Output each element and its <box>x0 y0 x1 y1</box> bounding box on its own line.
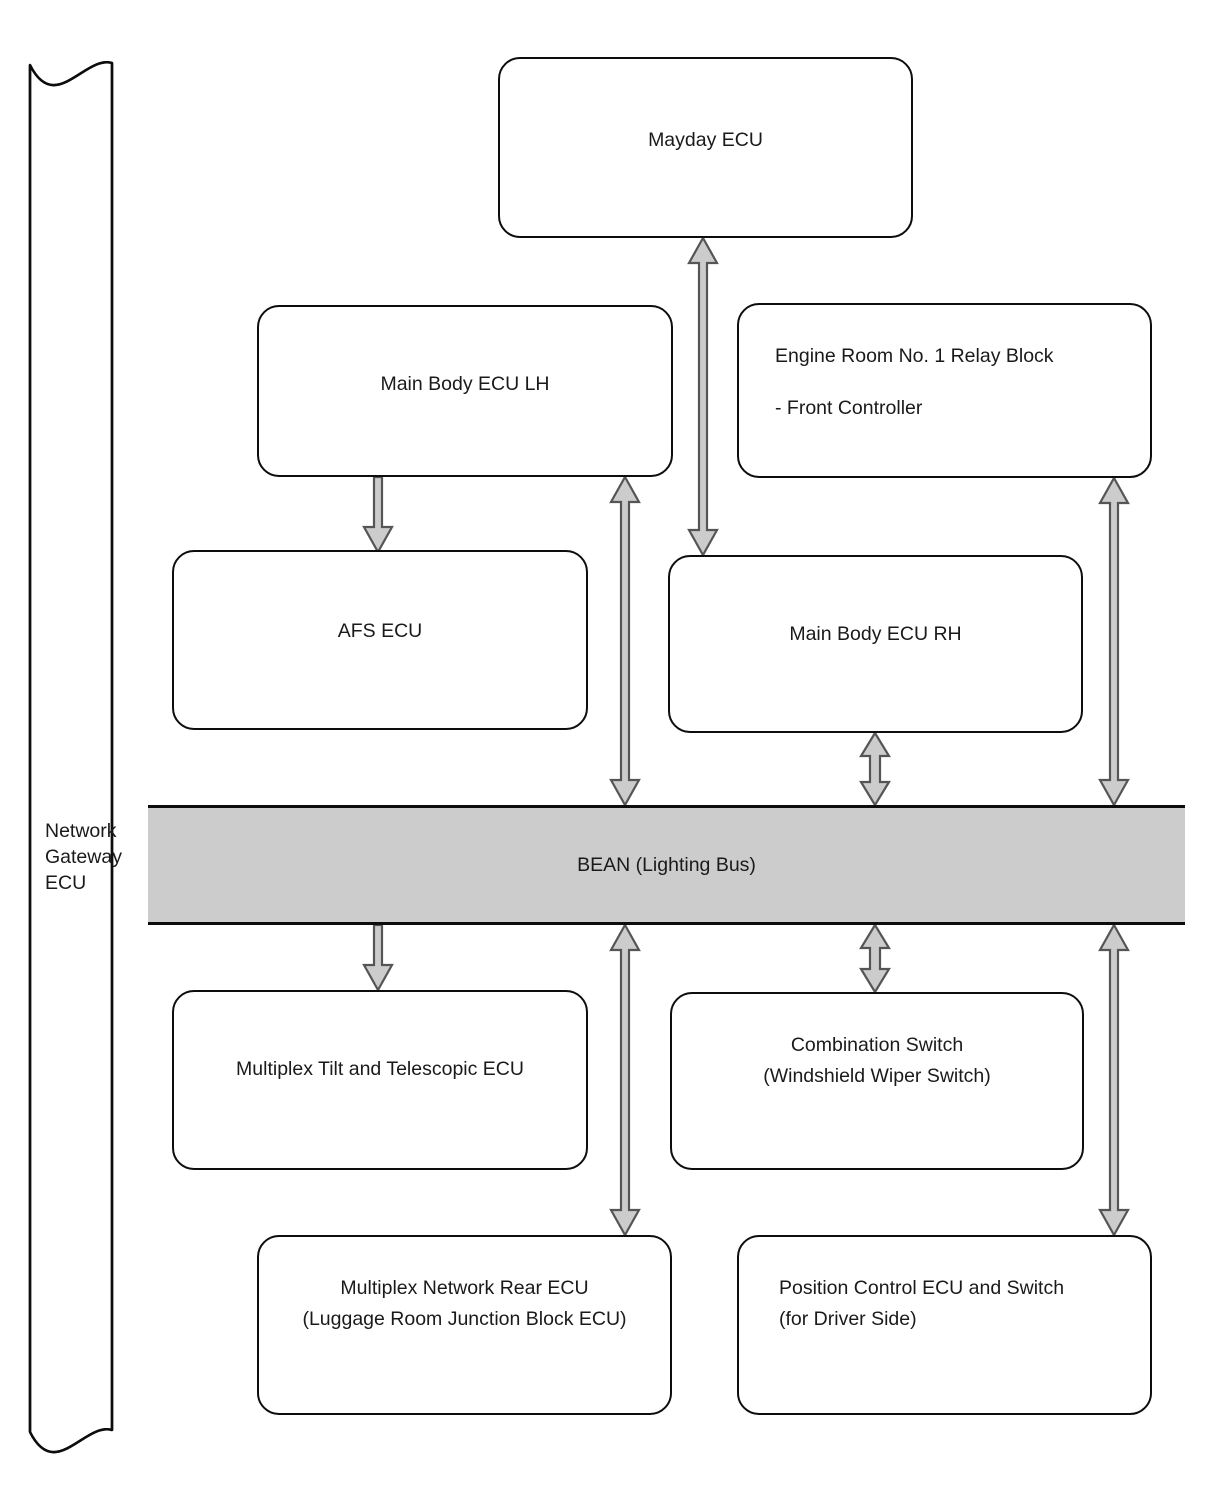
node-afs-ecu[interactable]: AFS ECU <box>172 550 588 730</box>
bean-lighting-bus-label: BEAN (Lighting Bus) <box>577 853 756 876</box>
node-combination-switch[interactable]: Combination Switch (Windshield Wiper Swi… <box>670 992 1084 1170</box>
arrow-bean-to-combo <box>859 922 891 995</box>
node-main-body-ecu-rh-label: Main Body ECU RH <box>789 623 962 645</box>
node-main-body-ecu-lh-label: Main Body ECU LH <box>380 373 550 395</box>
node-position-control-ecu-label: Position Control ECU and Switch (for Dri… <box>779 1277 1065 1330</box>
arrow-mayday-to-mainbody-rh <box>687 235 719 558</box>
network-gateway-band <box>28 61 114 1454</box>
arrow-bean-to-rear <box>609 922 641 1238</box>
arrow-engine-room-to-bean <box>1098 475 1130 808</box>
arrow-bean-to-tilt <box>362 923 394 993</box>
arrow-mainbody-lh-to-bean <box>609 474 641 808</box>
node-afs-ecu-label: AFS ECU <box>337 620 423 642</box>
node-multiplex-network-rear-ecu-label: Multiplex Network Rear ECU (Luggage Room… <box>302 1277 627 1330</box>
bean-lighting-bus[interactable]: BEAN (Lighting Bus) <box>148 805 1185 925</box>
arrow-mainbody-lh-to-afs <box>362 475 394 555</box>
node-multiplex-network-rear-ecu[interactable]: Multiplex Network Rear ECU (Luggage Room… <box>257 1235 672 1415</box>
node-mayday-ecu-label: Mayday ECU <box>648 129 763 151</box>
node-multiplex-tilt-telescopic-ecu[interactable]: Multiplex Tilt and Telescopic ECU <box>172 990 588 1170</box>
node-position-control-ecu[interactable]: Position Control ECU and Switch (for Dri… <box>737 1235 1152 1415</box>
node-main-body-ecu-rh[interactable]: Main Body ECU RH <box>668 555 1083 733</box>
node-engine-room-relay-block[interactable]: Engine Room No. 1 Relay Block - Front Co… <box>737 303 1152 478</box>
arrow-mainbody-rh-to-bean <box>859 730 891 808</box>
node-engine-room-relay-block-label: Engine Room No. 1 Relay Block - Front Co… <box>775 345 1054 419</box>
node-mayday-ecu[interactable]: Mayday ECU <box>498 57 913 238</box>
arrow-bean-to-position <box>1098 922 1130 1238</box>
network-gateway-label: Network Gateway ECU <box>45 820 122 894</box>
node-multiplex-tilt-telescopic-ecu-label: Multiplex Tilt and Telescopic ECU <box>236 1058 524 1080</box>
node-main-body-ecu-lh[interactable]: Main Body ECU LH <box>257 305 673 477</box>
node-combination-switch-label: Combination Switch (Windshield Wiper Swi… <box>763 1034 991 1087</box>
